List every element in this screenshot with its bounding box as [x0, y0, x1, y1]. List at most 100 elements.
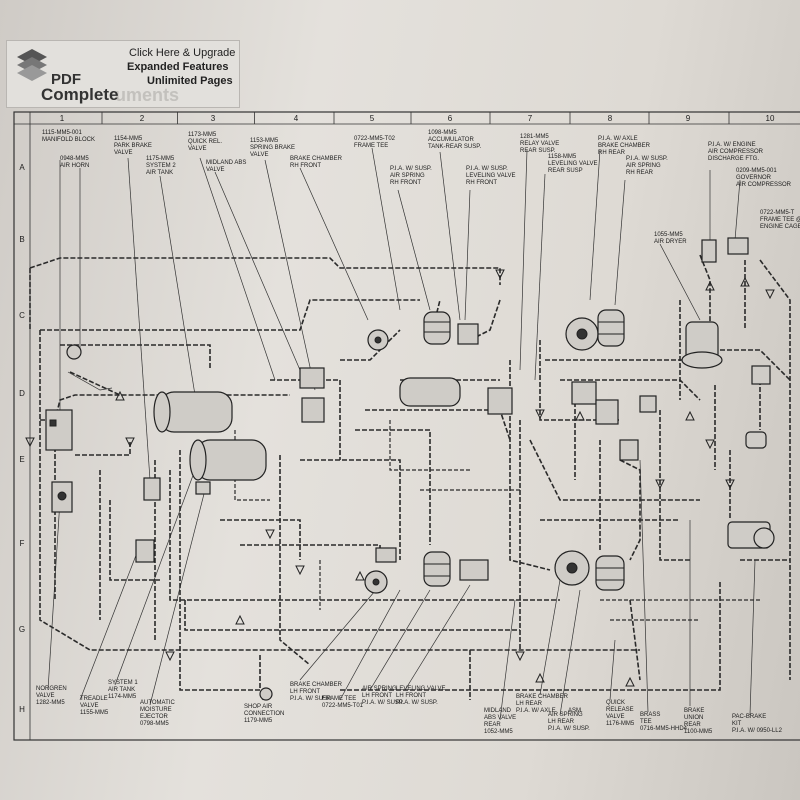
- top-callout-line: 1098-MM5: [428, 130, 457, 136]
- bottom-callout-line: BRAKE CHAMBER: [516, 694, 569, 700]
- top-callout-line: 1281-MM5: [520, 134, 549, 140]
- top-callout-line: 0722-MM5-T: [760, 210, 795, 216]
- column-label-10: 10: [766, 114, 775, 123]
- bottom-callout-line: LH FRONT: [396, 693, 426, 699]
- air-spring-lh-rear: [595, 555, 625, 591]
- air-spring-rh-front: [423, 311, 451, 345]
- system-1-air-tank: [189, 439, 267, 481]
- top-callout-line: 0722-MM5-T02: [354, 136, 396, 142]
- column-ticks: [101, 112, 730, 124]
- top-callout-line: FRAME TEE @: [760, 217, 800, 223]
- brand-ghost-text: uments: [115, 85, 180, 105]
- bottom-callout-line: SHOP AIR: [244, 704, 273, 710]
- pdf-stack-icon: [17, 49, 47, 81]
- bottom-callouts: NORGRENVALVE1282-MM5TREADLEVALVE1155-MM5…: [36, 680, 783, 735]
- bottom-callout-line: P.I.A. W/ AXLE: [516, 708, 556, 714]
- top-callout-line: SYSTEM 2: [146, 163, 176, 169]
- column-label-7: 7: [528, 114, 533, 123]
- bottom-callout-line: AIR SPRING: [548, 712, 583, 718]
- top-callout-line: 1055-MM5: [654, 232, 683, 238]
- top-callout-line: 1173-MM5: [188, 132, 217, 138]
- treadle-valve: [135, 539, 155, 563]
- bottom-callout-line: BRAKE CHAMBER: [290, 682, 343, 688]
- brake-union-rear: [745, 431, 767, 449]
- top-callout-line: AIR DRYER: [654, 239, 687, 245]
- column-label-4: 4: [294, 114, 299, 123]
- midland-abs-valve: [299, 367, 325, 389]
- top-callout-line: RH REAR: [598, 150, 626, 156]
- top-callout-line: ENGINE CAGE: [760, 224, 800, 230]
- bottom-callout-line: 1155-MM5: [80, 710, 109, 716]
- top-callout-line: RH FRONT: [466, 180, 497, 186]
- top-callout-line: LEVELING VALVE: [466, 173, 515, 179]
- bottom-callout-line: MOISTURE: [140, 707, 172, 713]
- top-leader-lines: [59, 147, 741, 481]
- top-callout-line: FRAME TEE: [354, 143, 388, 149]
- bottom-callout-line: AUTOMATIC: [140, 700, 175, 706]
- row-label-F: F: [20, 539, 25, 548]
- top-callout-line: 1153-MM5: [250, 138, 279, 144]
- bottom-callout-line: 1176-MM5: [606, 721, 635, 727]
- bottom-callout-line: 0798-MM5: [140, 721, 169, 727]
- bottom-callout-line: VALVE: [80, 703, 98, 709]
- top-callout-line: AIR TANK: [146, 170, 173, 176]
- top-callout-line: BRAKE CHAMBER: [598, 143, 651, 149]
- row-label-H: H: [19, 705, 25, 714]
- bottom-callout-line: 1174-MM5: [108, 694, 137, 700]
- norgren-valve: [51, 481, 73, 513]
- top-callout-line: 1175-MM5: [146, 156, 175, 162]
- leveling-valve-rear: [571, 381, 597, 405]
- bottom-callout-line: MIDLAND: [484, 708, 512, 714]
- bottom-callout-line: UNION: [684, 715, 703, 721]
- bottom-callout-line: CONNECTION: [244, 711, 284, 717]
- sheet-border: [13, 111, 800, 741]
- top-callout-line: 1158-MM5: [548, 154, 577, 160]
- row-label-A: A: [19, 163, 25, 172]
- bottom-callout-line: LEVELING VALVE: [396, 686, 445, 692]
- top-callout-line: DISCHARGE FTG.: [708, 156, 759, 162]
- top-callout-line: P.I.A. W/ ENGINE: [708, 142, 756, 148]
- brake-chamber-rh-rear: [565, 317, 599, 351]
- park-brake-valve: [143, 477, 161, 501]
- bottom-callout-line: BRASS: [640, 712, 660, 718]
- row-label-C: C: [19, 311, 25, 320]
- top-callout-line: REAR SUSP: [548, 168, 583, 174]
- upgrade-watermark[interactable]: Click Here & Upgrade Expanded Features U…: [6, 40, 240, 108]
- top-callout-line: REAR SUSP.: [520, 148, 556, 154]
- top-callout-line: SPRING BRAKE: [250, 145, 295, 151]
- bottom-callout-line: P.I.A. W/ SUSP.: [396, 700, 438, 706]
- compressor-discharge-fitting: [701, 239, 717, 263]
- bottom-callout-line: RELEASE: [606, 707, 634, 713]
- top-callout-line: ACCUMULATOR: [428, 137, 474, 143]
- top-callout-line: QUICK REL.: [188, 139, 222, 145]
- bottom-callout-line: P.I.A. W/ SUSP.: [290, 696, 332, 702]
- top-callout-line: VALVE: [188, 146, 206, 152]
- air-dryer: [681, 321, 723, 369]
- pac-brake-kit: [727, 521, 775, 549]
- column-label-9: 9: [686, 114, 691, 123]
- bottom-callout-line: AIR SPRING: [362, 686, 397, 692]
- top-callout-line: TANK-REAR SUSP.: [428, 144, 481, 150]
- column-label-2: 2: [140, 114, 145, 123]
- bottom-callout-line: TREADLE: [80, 696, 108, 702]
- bottom-callout-line: REAR: [684, 722, 701, 728]
- bottom-callout-line: EJECTOR: [140, 714, 169, 720]
- bottom-callout-line: LH REAR: [548, 719, 575, 725]
- upgrade-link[interactable]: Click Here & Upgrade: [129, 47, 236, 59]
- bottom-callout-line: P.I.A. W/ 0950-LL2: [732, 728, 783, 734]
- top-callout-line: BRAKE CHAMBER: [290, 156, 343, 162]
- bottom-callout-line: 1100-MM5: [684, 729, 713, 735]
- top-callout-line: AIR SPRING: [390, 173, 425, 179]
- top-callout-line: RH FRONT: [290, 163, 321, 169]
- frame-tee-lh: [375, 547, 397, 563]
- system-2-air-tank: [153, 391, 233, 433]
- bottom-callout-line: FRAME TEE: [322, 696, 356, 702]
- brand-pdf: PDF: [51, 71, 81, 88]
- unlimited-pages-text: Unlimited Pages: [147, 75, 233, 87]
- top-callout-line: PARK BRAKE: [114, 143, 152, 149]
- bottom-callout-line: BRAKE: [684, 708, 704, 714]
- brake-chamber-lh-front: [364, 570, 388, 594]
